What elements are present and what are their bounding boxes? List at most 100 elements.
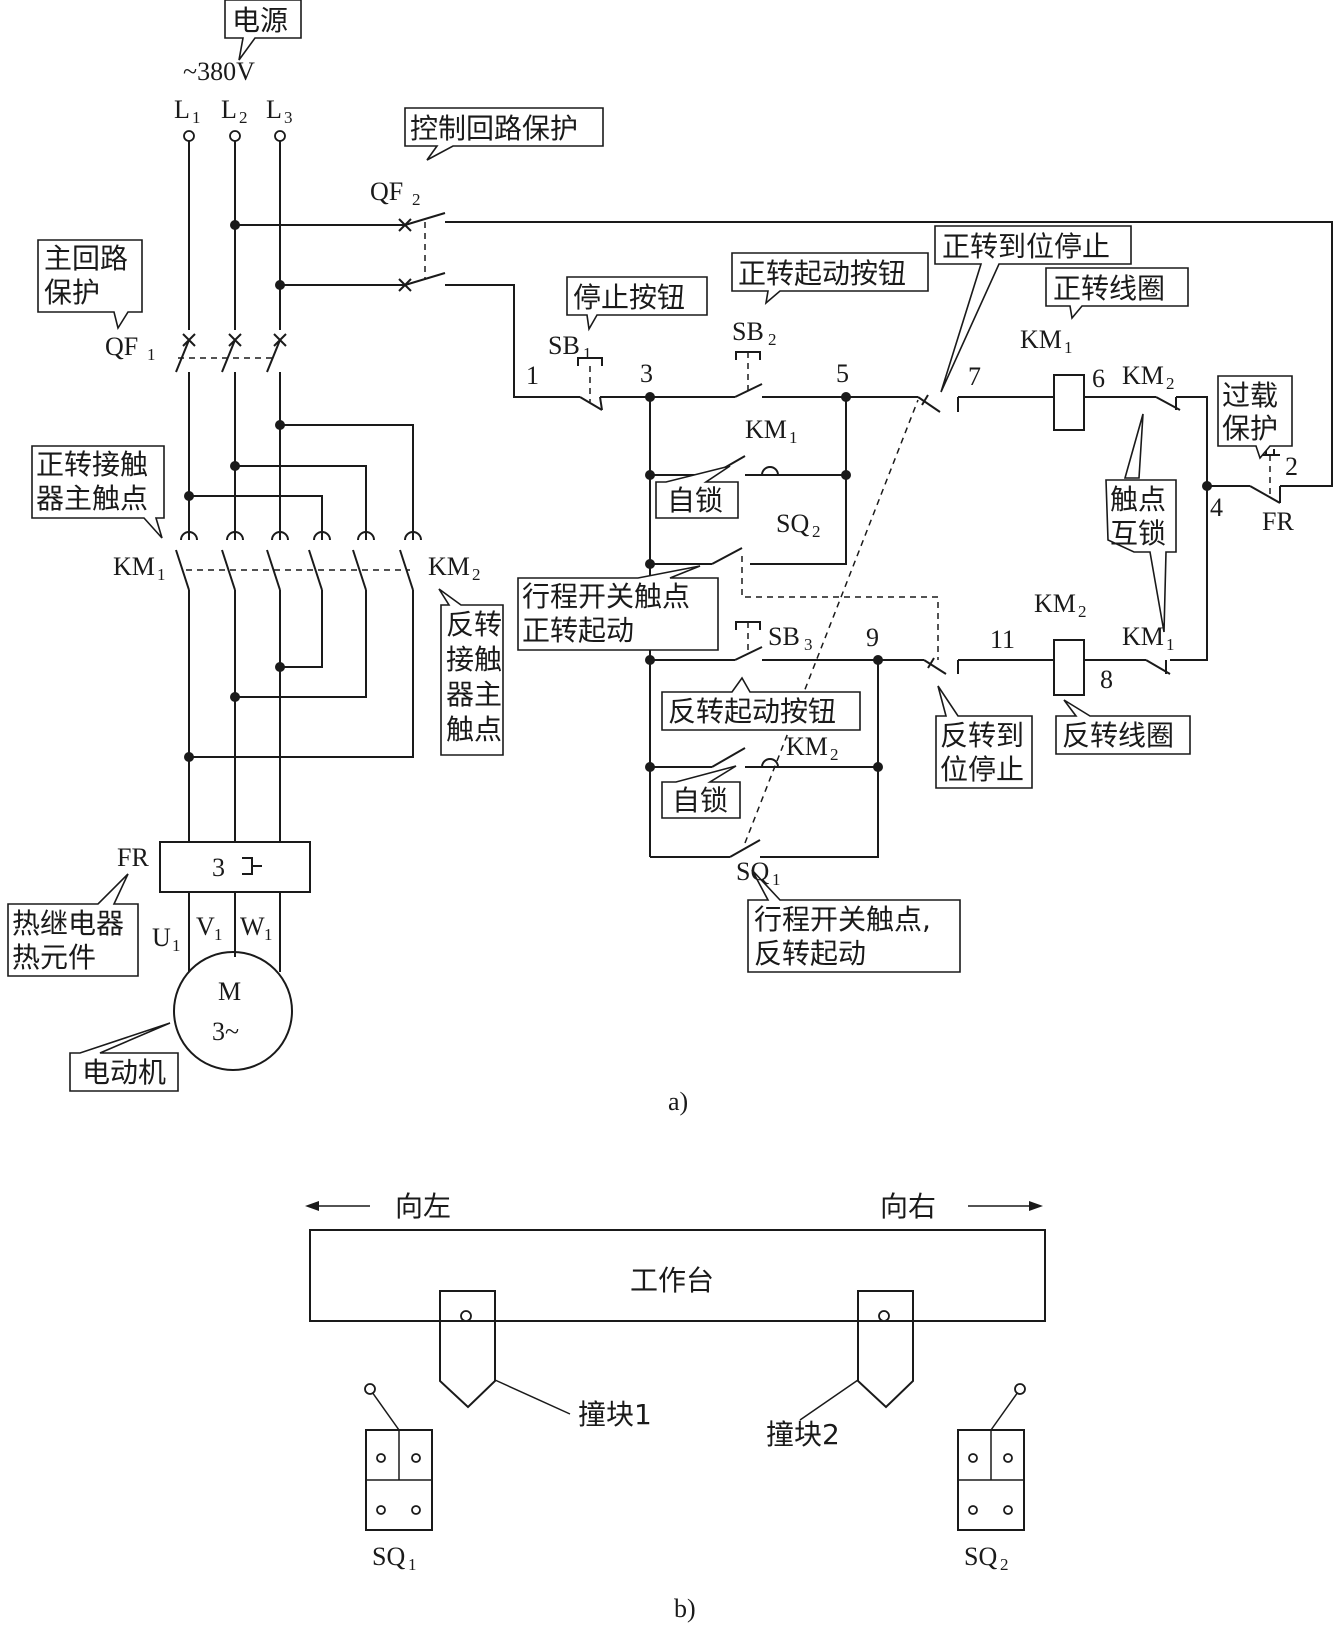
leader-block-1 (494, 1379, 571, 1415)
callout-fwd-contacts-box (31, 445, 165, 539)
sb2-head (735, 351, 761, 360)
sb3-start-button (734, 621, 763, 661)
callout-thermal-1: 热继电器 (12, 907, 124, 940)
worktable-diagram: 向左 向右 工作台 撞块1 撞块2 SQ 1 (305, 1190, 1046, 1623)
callout-travel-fwd-2: 正转起动 (522, 614, 634, 647)
fr-nc-blade (1249, 485, 1281, 504)
label-block-1: 撞块1 (578, 1398, 652, 1431)
sb2-start-button (734, 351, 763, 398)
label-left: 向左 (395, 1190, 451, 1223)
sq1-nc-blade (917, 396, 941, 413)
qf2-breaker (398, 212, 446, 292)
label-km2-coil: KM (1034, 589, 1076, 618)
junction-out-l3 (275, 662, 285, 672)
callout-rev-stop-2: 位停止 (940, 753, 1024, 786)
label-km2-interlock-sub: 2 (1166, 374, 1175, 393)
sb1-blade (579, 396, 603, 411)
km2-coil (1053, 639, 1085, 696)
label-sb2: SB (732, 317, 764, 346)
wire-qf2-to-fr (445, 221, 1333, 487)
node-6: 6 (1092, 364, 1105, 393)
km1-blade-3 (266, 549, 281, 591)
node-3: 3 (640, 359, 653, 388)
label-qf1: QF (105, 332, 138, 361)
wire-node4-to-km1nc (1170, 486, 1208, 661)
callout-main-protect-box (37, 239, 143, 331)
callout-thermal-2: 热元件 (12, 941, 96, 974)
callout-self-lock-1: 自锁 (667, 484, 723, 517)
label-worktable: 工作台 (630, 1264, 714, 1297)
fr-thermal-box (159, 841, 311, 893)
sq2-lever (990, 1391, 1019, 1431)
label-block-2: 撞块2 (766, 1418, 840, 1451)
arrow-right-head (1029, 1201, 1043, 1211)
sq1-linkage (744, 399, 919, 844)
callout-rev-contacts-1: 反转 (446, 608, 502, 641)
callout-travel-rev-box (747, 869, 961, 973)
qf1-blade-3 (266, 339, 281, 373)
main-contactor-contacts (175, 531, 422, 591)
label-right: 向右 (880, 1190, 936, 1223)
sq1-screw-4 (411, 1505, 421, 1515)
callout-rev-contacts-4: 触点 (446, 713, 502, 746)
wire-km2-feed-2 (235, 465, 367, 540)
label-w1-sub: 1 (264, 925, 273, 944)
label-sq1-sub: 1 (772, 870, 781, 889)
label-table-sq1: SQ (372, 1542, 405, 1571)
km1-coil (1053, 374, 1085, 431)
callout-motor: 电动机 (82, 1056, 166, 1089)
panel-a-label: a) (668, 1087, 688, 1116)
leader-block-2 (799, 1379, 859, 1421)
sb1-stop-button (577, 357, 603, 411)
node-11: 11 (990, 625, 1015, 654)
qf1-blade-2 (221, 339, 236, 373)
label-l1-sub: 1 (192, 108, 201, 127)
callout-overload-1: 过载 (1222, 379, 1278, 412)
callout-main-protect-2: 保护 (44, 276, 100, 309)
label-km2-coil-sub: 2 (1078, 602, 1087, 621)
node-7: 7 (968, 362, 981, 391)
km2-arc-1 (313, 531, 331, 541)
label-fr-main: FR (117, 843, 149, 872)
km2-arc-3 (404, 531, 422, 541)
node-8: 8 (1100, 665, 1113, 694)
km2-arc-2 (357, 531, 375, 541)
callout-interlock-2: 互锁 (1110, 517, 1166, 550)
sq2-blade (711, 547, 743, 565)
callout-power: 电源 (232, 4, 288, 37)
label-km2-interlock: KM (1122, 361, 1164, 390)
label-sb3-sub: 3 (804, 635, 813, 654)
terminal-l1 (183, 130, 195, 142)
label-table-sq2: SQ (964, 1542, 997, 1571)
km1-arc-1 (180, 531, 198, 541)
label-km1-interlock: KM (1122, 622, 1164, 651)
callout-fwd-limit-stop: 正转到位停止 (942, 230, 1110, 263)
motor-symbol (173, 951, 293, 1071)
callout-overload-box (1217, 375, 1293, 460)
callout-main-protect-1: 主回路 (44, 242, 128, 275)
km1-arc-3 (271, 531, 289, 541)
km1-blade-2 (221, 549, 236, 591)
callout-power-box (224, 0, 302, 61)
callout-interlock-box (1105, 479, 1177, 633)
label-voltage: ~380V (183, 57, 255, 86)
km2-blade-2 (352, 549, 367, 591)
stop-block-1-hole (460, 1310, 472, 1322)
label-v1-sub: 1 (214, 925, 223, 944)
callout-fwd-contacts-2: 器主触点 (36, 482, 148, 515)
callout-travel-fwd-box (517, 565, 719, 651)
stop-block-1 (439, 1290, 496, 1409)
callout-travel-fwd-1: 行程开关触点 (522, 580, 690, 613)
callout-fwd-start-button: 正转起动按钮 (738, 257, 906, 290)
callout-rev-contacts-box (438, 588, 504, 756)
sq1-nc-mark (921, 394, 929, 406)
callout-rev-coil-box (1055, 699, 1191, 755)
sb1-head (577, 357, 603, 366)
label-table-sq1-sub: 1 (408, 1555, 417, 1574)
label-km1-lock-sub: 1 (789, 428, 798, 447)
label-km2-main-sub: 2 (472, 565, 481, 584)
callout-fwd-contacts-1: 正转接触 (36, 448, 148, 481)
panel-b-label: b) (674, 1594, 696, 1623)
sq1-roller (364, 1383, 376, 1395)
